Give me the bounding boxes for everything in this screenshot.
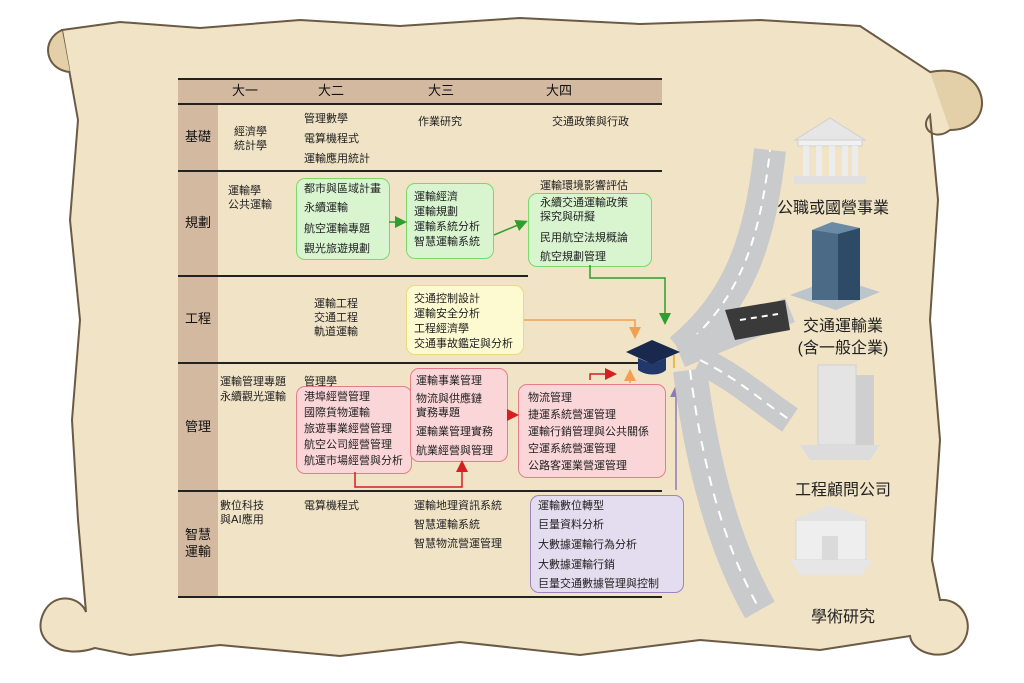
course-y1: 與AI應用 xyxy=(220,513,264,526)
course-y2: 國際貨物運輸 xyxy=(304,406,370,419)
course-y2: 交通工程 xyxy=(314,311,358,324)
course-y1: 運輸學 xyxy=(228,184,261,197)
arrow xyxy=(589,265,671,325)
destination-transport-industry: 交通運輸業 xyxy=(802,318,883,335)
planning-y2-box xyxy=(296,178,390,260)
course-y1: 公共運輸 xyxy=(228,198,272,211)
course-y2: 航空公司經營管理 xyxy=(304,438,392,451)
course-y2: 運輸工程 xyxy=(314,297,358,310)
course-y1: 數位科技 xyxy=(220,499,264,512)
course-y4: 航空規劃管理 xyxy=(540,250,606,263)
destination-academic-research: 學術研究 xyxy=(810,609,875,626)
course-y4: 公路客運業營運管理 xyxy=(528,459,627,472)
course-y3: 工程經濟學 xyxy=(414,322,469,335)
course-y2: 港埠經營管理 xyxy=(304,390,370,403)
course-y3: 交通控制設計 xyxy=(414,292,480,305)
engineering-y3-box xyxy=(406,285,524,355)
course-y3: 運輸安全分析 xyxy=(414,307,480,320)
destination-transport-industry-sub: (含一般企業) xyxy=(797,340,889,357)
course-y4: 運輸行銷管理與公共關係 xyxy=(528,425,649,438)
course-y3: 實務專題 xyxy=(416,406,460,419)
course-y4: 空運系統營運管理 xyxy=(528,442,616,455)
header-year3: 大三 xyxy=(428,84,455,99)
course-y3: 智慧物流營運管理 xyxy=(414,537,502,550)
engineering-building-icon xyxy=(800,364,880,460)
arrow xyxy=(524,319,641,339)
row-header-band xyxy=(178,103,218,597)
course-y2: 管理學 xyxy=(304,375,337,388)
course-y3: 運輸系統分析 xyxy=(414,220,480,233)
course-y3: 智慧運輸系統 xyxy=(414,235,480,248)
header-band xyxy=(178,78,662,103)
arrow xyxy=(493,219,528,236)
management-y4-box xyxy=(518,384,666,478)
course-y3: 交通事故鑑定與分析 xyxy=(414,337,513,350)
graduation-cap-icon xyxy=(626,340,680,375)
course-y2: 旅遊事業經營管理 xyxy=(304,422,392,435)
government-building-icon xyxy=(793,117,867,184)
course-y3: 運輸業管理實務 xyxy=(416,425,493,438)
course-y3: 航業經營與管理 xyxy=(416,444,493,457)
row-label-smart: 智慧 運輸 xyxy=(184,528,211,560)
smart-y4-box xyxy=(530,495,684,593)
divider xyxy=(178,362,662,364)
course-y2: 電算機程式 xyxy=(304,499,359,512)
office-tower-icon xyxy=(790,222,880,310)
course-y4: 巨量資料分析 xyxy=(538,518,604,531)
course-y1: 運輸管理專題 xyxy=(220,375,286,388)
course-y2: 軌道運輸 xyxy=(314,325,358,338)
course-y4: 物流管理 xyxy=(528,391,572,404)
course-y1: 永續觀光運輸 xyxy=(220,390,286,403)
course-y3: 運輸規劃 xyxy=(414,205,458,218)
arrow xyxy=(354,460,468,488)
course-y3: 運輸經濟 xyxy=(414,190,458,203)
divider xyxy=(178,596,662,598)
university-building-icon xyxy=(790,505,872,575)
course-y2: 觀光旅遊規劃 xyxy=(304,242,370,255)
road-graphic xyxy=(669,148,798,619)
divider xyxy=(178,275,528,277)
course-y3: 作業研究 xyxy=(418,115,462,128)
row-label-management: 管理 xyxy=(184,419,211,435)
course-y2: 航運市場經營與分析 xyxy=(304,454,403,467)
course-y3: 運輸事業管理 xyxy=(416,374,482,387)
row-label-engineering: 工程 xyxy=(184,312,211,327)
course-y4: 大數據運輸行銷 xyxy=(538,558,615,571)
course-y4: 運輸環境影響評估 xyxy=(540,179,628,192)
arrow xyxy=(589,368,617,380)
course-y3: 物流與供應鏈 xyxy=(416,392,482,405)
course-y2: 航空運輸專題 xyxy=(304,222,370,235)
course-y2: 電算機程式 xyxy=(304,132,359,145)
course-y1: 統計學 xyxy=(234,139,267,152)
course-y4: 交通政策與行政 xyxy=(552,115,629,128)
course-y2: 管理數學 xyxy=(304,112,348,125)
course-y4: 探究與研擬 xyxy=(540,210,595,223)
course-y4: 民用航空法規概論 xyxy=(540,231,628,244)
course-y3: 智慧運輸系統 xyxy=(414,518,480,531)
course-y4: 運輸數位轉型 xyxy=(538,499,604,512)
course-y4: 永續交通運輸政策 xyxy=(540,196,628,209)
management-y2-box xyxy=(296,386,412,474)
course-y4: 大數據運輸行為分析 xyxy=(538,538,637,551)
row-label-basic: 基礎 xyxy=(184,130,211,145)
course-y2: 永續運輸 xyxy=(304,201,348,214)
divider xyxy=(178,170,662,172)
header-year4: 大四 xyxy=(546,84,573,99)
destination-public-sector: 公職或國營事業 xyxy=(776,200,889,217)
divider xyxy=(178,78,662,80)
course-y4: 巨量交通數據管理與控制 xyxy=(538,577,659,590)
header-year2: 大二 xyxy=(318,84,345,99)
course-y4: 捷運系統營運管理 xyxy=(528,408,616,421)
course-y1: 經濟學 xyxy=(234,125,267,138)
course-y3: 運輸地理資訊系統 xyxy=(414,499,502,512)
destination-engineering-consultancy: 工程顧問公司 xyxy=(794,482,891,499)
divider xyxy=(178,103,662,105)
header-year1: 大一 xyxy=(232,84,259,99)
divider xyxy=(178,490,662,492)
row-label-planning: 規劃 xyxy=(184,216,211,231)
course-y2: 運輸應用統計 xyxy=(304,152,370,165)
course-y2: 都市與區域計畫 xyxy=(304,182,381,195)
